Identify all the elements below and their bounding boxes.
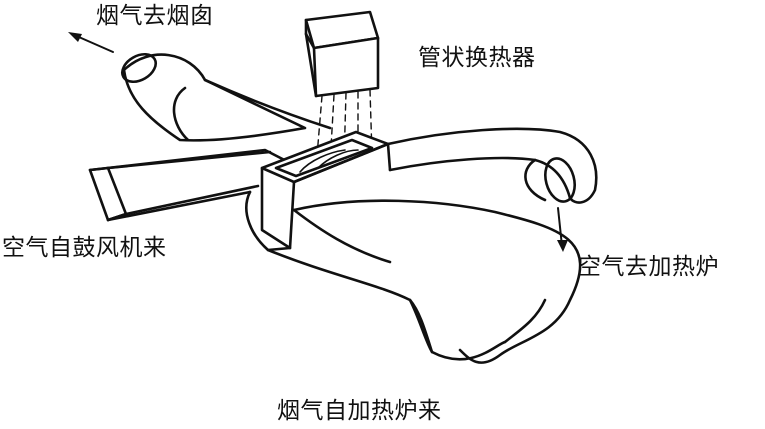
flue-outlet-duct [117, 49, 330, 141]
tubular-heat-exchanger-label: 管状换热器 [418, 45, 536, 71]
flue-inlet-duct [246, 192, 580, 363]
air-out-arrow [557, 208, 568, 252]
air-outlet-duct [388, 129, 596, 205]
flue-gas-to-chimney-label: 烟气去烟囱 [96, 3, 214, 29]
air-inlet-duct [90, 150, 300, 220]
air-from-blower-label: 空气自鼓风机来 [2, 235, 167, 261]
air-to-heating-furnace-label: 空气去加热炉 [578, 254, 719, 280]
flue-gas-from-heating-furnace-label: 烟气自加热炉来 [277, 398, 442, 424]
central-junction-box [262, 132, 390, 248]
flue-out-arrow [68, 32, 113, 52]
